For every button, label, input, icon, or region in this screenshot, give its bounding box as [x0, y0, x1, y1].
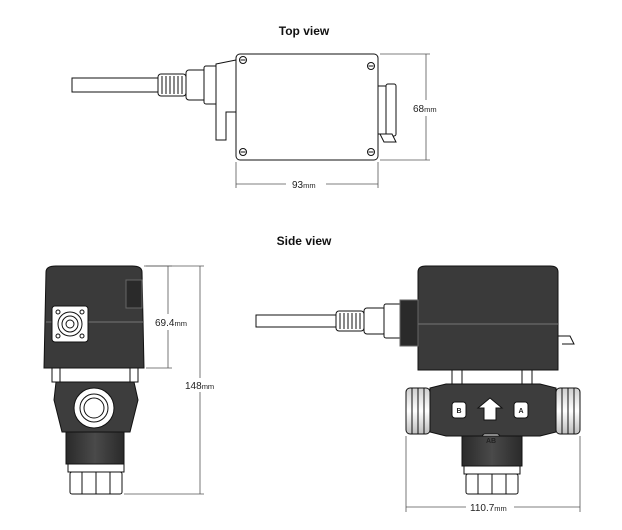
- top-screws: [239, 56, 375, 156]
- top-right-lever: [377, 83, 397, 143]
- side-cable: [255, 314, 337, 328]
- dim-110-7-unit: mm: [494, 504, 507, 513]
- top-left-bracket: [215, 59, 237, 141]
- top-dim-width: [235, 162, 379, 188]
- svg-text:110.7mm: 110.7mm: [470, 503, 507, 514]
- dim-69-4-unit: mm: [174, 319, 187, 328]
- dim-110-7-value: 110.7: [470, 503, 495, 514]
- top-cable: [71, 77, 159, 93]
- dim-93-unit: mm: [303, 181, 316, 190]
- top-housing: [235, 53, 379, 161]
- front-lower-body: [65, 431, 125, 465]
- dim-148-value: 148: [185, 381, 202, 392]
- dim-68-unit: mm: [424, 105, 437, 114]
- side-flow-arrow: [476, 397, 504, 421]
- svg-text:69.4mm: 69.4mm: [155, 318, 187, 329]
- top-connector: [157, 65, 223, 105]
- front-view-drawing: [43, 265, 145, 495]
- dim-69-4-value: 69.4: [155, 318, 175, 329]
- top-view-title: Top view: [279, 24, 330, 38]
- front-neck: [51, 367, 139, 383]
- side-lower-body: [461, 435, 523, 467]
- front-nut: [69, 471, 123, 495]
- dim-68-value: 68: [413, 104, 425, 115]
- top-view-drawing: [71, 53, 397, 161]
- top-dim-height: [380, 53, 430, 161]
- svg-text:148mm: 148mm: [185, 381, 214, 392]
- side-right-fitting: [555, 387, 581, 435]
- svg-text:68mm: 68mm: [413, 104, 437, 115]
- front-dim-total: [124, 265, 204, 495]
- port-label-ab: AB: [486, 438, 496, 445]
- port-label-a: A: [518, 408, 523, 415]
- dim-148-unit: mm: [202, 382, 215, 391]
- side-neck: [451, 369, 533, 385]
- port-label-b: B: [456, 408, 461, 415]
- side-actuator-housing: [417, 265, 559, 371]
- front-dim-actuator: [144, 265, 172, 369]
- side-dim-width: [405, 436, 581, 512]
- side-view-drawing: [255, 265, 581, 495]
- side-connector: [335, 303, 403, 339]
- side-left-fitting: [405, 387, 431, 435]
- side-view-title: Side view: [277, 234, 332, 248]
- side-nut: [465, 473, 519, 495]
- dim-93-value: 93: [292, 180, 304, 191]
- svg-text:93mm: 93mm: [292, 180, 316, 191]
